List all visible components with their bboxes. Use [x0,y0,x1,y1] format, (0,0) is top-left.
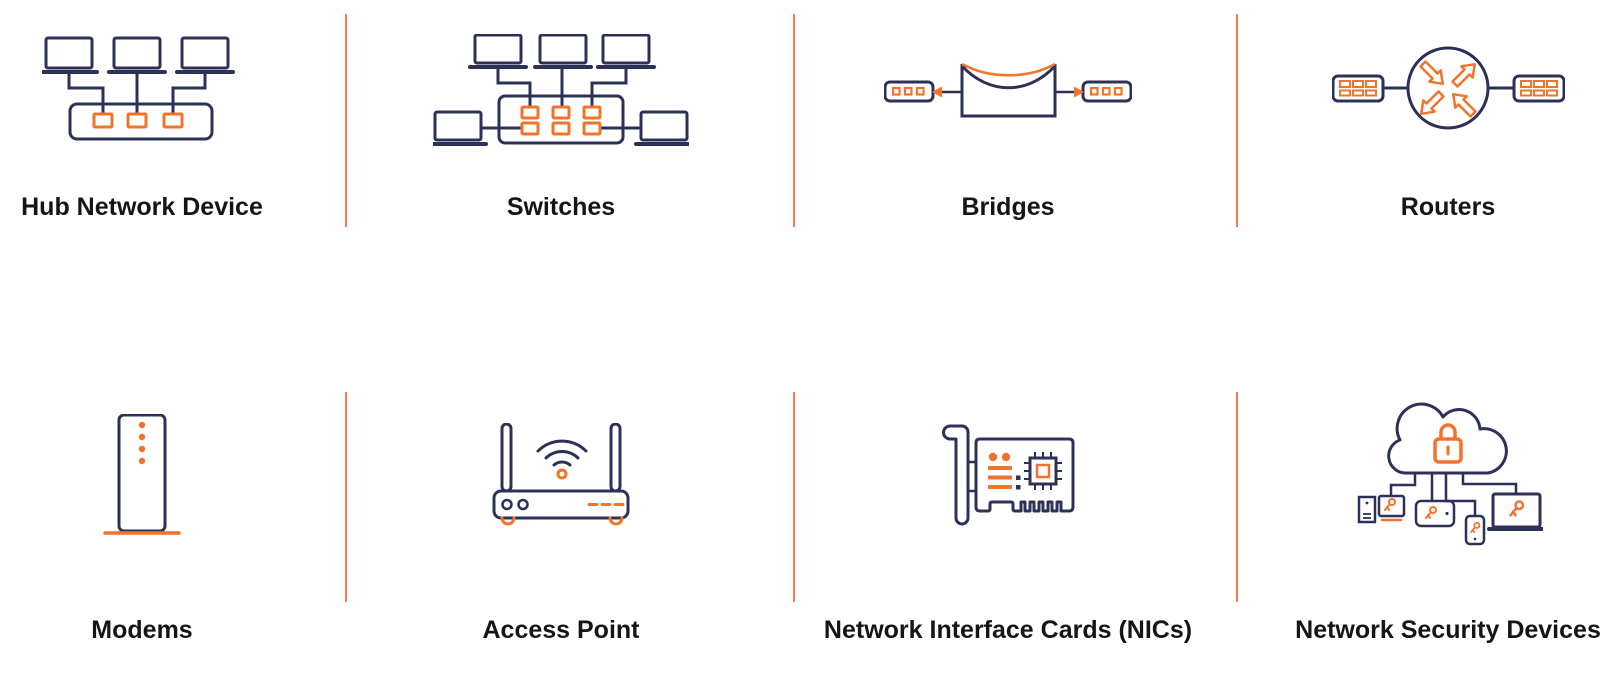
card-routers: Routers [1233,0,1623,222]
card-label: Access Point [482,616,640,644]
access-point-icon [491,342,631,608]
card-network-security-devices: Network Security Devices [1233,342,1623,645]
bridges-icon [884,0,1132,180]
network-interface-card-icon [941,342,1076,608]
card-label: Modems [91,616,193,644]
card-modems: Modems [0,342,357,645]
card-switches: Switches [346,0,776,222]
card-label: Network Interface Cards (NICs) [823,616,1193,644]
modem-icon [102,342,182,608]
card-label: Bridges [961,193,1055,221]
card-label: Network Security Devices [1295,616,1601,644]
divider-line [793,14,795,227]
card-access-point: Access Point [346,342,776,645]
divider-line [793,392,795,602]
switches-icon [433,0,689,180]
divider-line [345,392,347,602]
card-network-interface-cards: Network Interface Cards (NICs) [793,342,1223,645]
divider-line [1236,392,1238,602]
card-hub-network-device: Hub Network Device [0,0,357,222]
routers-icon [1331,0,1565,180]
divider-line [1236,14,1238,227]
hub-network-device-icon [42,0,242,180]
card-label: Switches [506,193,616,221]
divider-line [345,14,347,227]
card-label: Routers [1400,193,1496,221]
card-label: Hub Network Device [21,193,263,221]
network-security-devices-icon [1353,342,1543,608]
card-bridges: Bridges [793,0,1223,222]
